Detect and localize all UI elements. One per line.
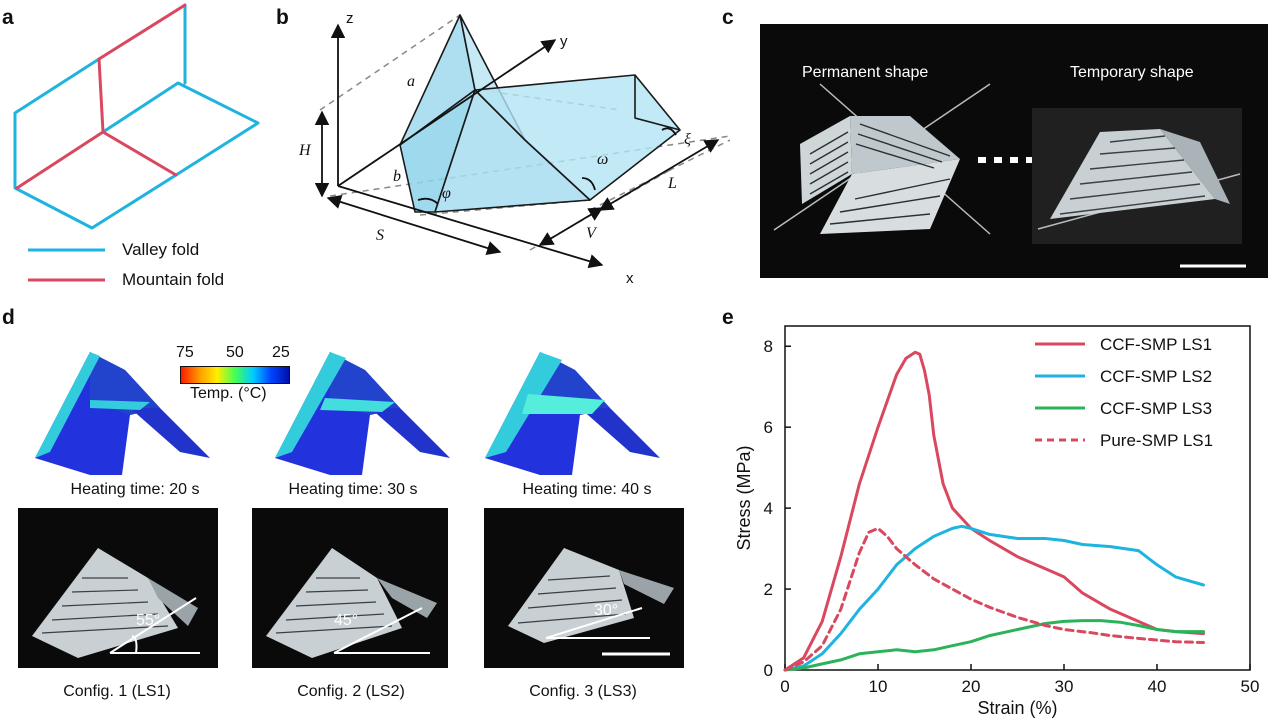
origami-geometry-diagram (314, 14, 730, 269)
x-tick-label: 0 (780, 677, 789, 696)
simulation-20s (35, 352, 210, 475)
symbol-b: b (393, 168, 401, 185)
y-tick-label: 0 (764, 661, 773, 680)
panel-label-b: b (276, 6, 289, 29)
config-caption-1: Config. 1 (LS1) (63, 683, 171, 700)
angle-label-2: 45° (334, 612, 359, 629)
symbol-H: H (299, 142, 311, 159)
x-tick-label: 10 (869, 677, 888, 696)
colorbar-title: Temp. (°C) (190, 385, 267, 402)
fold-pattern-diagram (13, 3, 260, 282)
temporary-shape-specimen (1037, 129, 1241, 230)
simulation-30s (275, 352, 450, 475)
config-caption-2: Config. 2 (LS2) (297, 683, 405, 700)
shape-photo: Permanent shape Temporary shape (760, 24, 1268, 278)
series-line-2 (783, 524, 1205, 672)
series-line-1 (783, 350, 1205, 672)
panel-label-d: d (2, 306, 15, 329)
colorbar-tick-75: 75 (176, 344, 194, 361)
legend-label-2: CCF-SMP LS2 (1100, 367, 1212, 386)
x-tick-label: 40 (1148, 677, 1167, 696)
legend-mountain-fold: Mountain fold (122, 270, 225, 289)
x-tick-label: 20 (962, 677, 981, 696)
axis-y-label: y (560, 33, 568, 50)
colorbar-tick-50: 50 (226, 344, 244, 361)
symbol-S: S (376, 227, 384, 244)
panel-label-c: c (722, 6, 734, 29)
sim-caption-40s: Heating time: 40 s (522, 481, 652, 498)
config-photo-2: 45° (252, 508, 448, 668)
angle-label-1: 55° (136, 612, 161, 629)
y-tick-label: 6 (764, 418, 773, 437)
legend-valley-fold: Valley fold (122, 240, 200, 259)
config-caption-3: Config. 3 (LS3) (529, 683, 637, 700)
simulation-40s (485, 352, 660, 475)
x-tick-label: 30 (1055, 677, 1074, 696)
plot-frame (784, 325, 1251, 671)
symbol-V: V (586, 225, 596, 242)
heating-simulations (35, 352, 660, 475)
permanent-shape-specimen (773, 83, 991, 235)
colorbar-tick-25: 25 (272, 344, 290, 361)
panel-label-e: e (722, 306, 734, 329)
legend-label-4: Pure-SMP LS1 (1100, 431, 1213, 450)
y-tick-label: 8 (764, 337, 773, 356)
legend-label-1: CCF-SMP LS1 (1100, 335, 1212, 354)
y-axis-label: Stress (MPa) (734, 445, 754, 550)
config-photo-3: 30° (484, 508, 684, 668)
x-tick-label: 50 (1241, 677, 1260, 696)
series-line-4 (783, 526, 1205, 672)
symbol-L: L (668, 175, 677, 192)
series-line-3 (783, 619, 1205, 672)
axis-z-label: z (346, 10, 354, 27)
symbol-a: a (407, 73, 415, 90)
symbol-phi: φ (442, 185, 451, 202)
angle-label-3: 30° (594, 602, 619, 619)
axis-x-label: x (626, 270, 634, 287)
symbol-xi: ξ (684, 131, 691, 148)
y-tick-label: 4 (764, 499, 773, 518)
colorbar (180, 366, 290, 384)
y-tick-label: 2 (764, 580, 773, 599)
sim-caption-20s: Heating time: 20 s (70, 481, 200, 498)
permanent-shape-title: Permanent shape (802, 64, 929, 81)
temporary-shape-title: Temporary shape (1070, 64, 1194, 81)
sim-caption-30s: Heating time: 30 s (288, 481, 418, 498)
x-axis-label: Strain (%) (977, 698, 1057, 718)
legend-label-3: CCF-SMP LS3 (1100, 399, 1212, 418)
config-photo-1: 55° (18, 508, 218, 668)
panel-label-a: a (2, 6, 14, 29)
symbol-omega: ω (597, 151, 609, 168)
